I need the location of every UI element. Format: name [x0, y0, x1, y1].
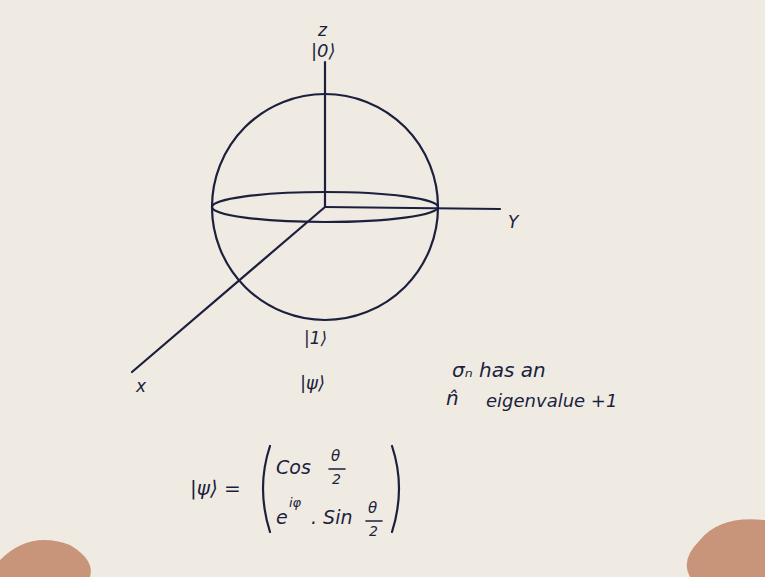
axis-label: x [136, 378, 146, 395]
fraction-denominator: 2 [369, 524, 378, 538]
matrix-entry: Cos [276, 458, 311, 477]
y-axis [325, 207, 500, 209]
left-bracket [263, 446, 270, 532]
axis-label: Y [508, 214, 518, 231]
fraction-bar [329, 468, 345, 470]
fraction-numerator: θ [331, 449, 340, 464]
z-axis [324, 62, 326, 207]
note-text: eigenvalue +1 [486, 392, 617, 410]
hand-right [687, 519, 765, 577]
state-label: |0⟩ [311, 42, 336, 60]
hand-left [0, 540, 91, 577]
fraction-numerator: θ [368, 501, 377, 516]
exponent: iφ [289, 496, 301, 509]
right-bracket [392, 446, 399, 532]
matrix-entry: e [276, 508, 288, 527]
state-label: |ψ⟩ [300, 374, 325, 392]
fraction-bar [366, 520, 382, 522]
x-axis [132, 207, 325, 372]
equation-text: |ψ⟩ = [190, 478, 241, 498]
hands [0, 519, 765, 577]
fraction-denominator: 2 [332, 472, 341, 486]
vector-label: n̂ [446, 388, 459, 408]
axis-label: z [318, 22, 327, 39]
matrix-entry: . Sin [311, 508, 352, 527]
note-text: σₙ has an [452, 360, 546, 380]
state-label: |1⟩ [304, 330, 327, 347]
